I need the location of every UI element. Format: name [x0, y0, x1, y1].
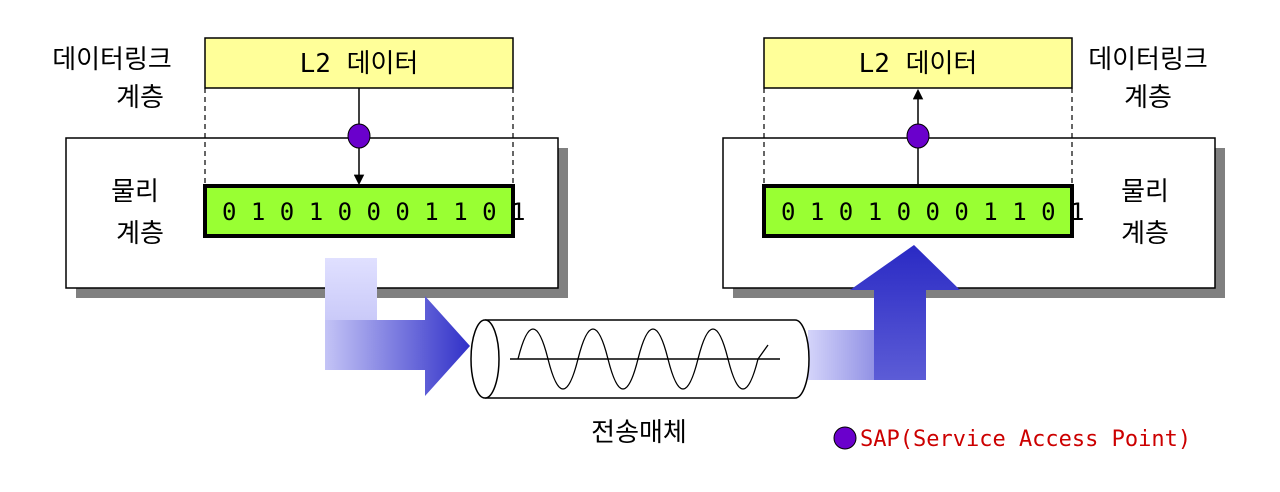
left-flow-arrow-horizontal	[325, 296, 470, 396]
left-l2-data-label: L2 데이터	[300, 49, 419, 79]
medium-label: 전송매체	[591, 418, 687, 448]
left-bit-stream-text: 0 1 0 1 0 0 0 1 1 0 1	[222, 198, 525, 226]
left-physical-label-line2: 계층	[116, 219, 164, 249]
right-physical-label-line1: 물리	[1121, 177, 1169, 207]
right-physical-label-line2: 계층	[1121, 219, 1169, 249]
legend-sap-marker	[833, 426, 857, 450]
left-datalink-label-line1: 데이터링크	[52, 45, 172, 75]
right-bit-stream-text: 0 1 0 1 0 0 0 1 1 0 1	[781, 198, 1084, 226]
left-sap-point	[347, 123, 371, 149]
left-physical-label-line1: 물리	[111, 177, 159, 207]
legend: SAP(Service Access Point)	[833, 426, 1191, 452]
signal-waveform	[517, 328, 769, 390]
right-bit-stream-box	[762, 184, 1074, 238]
transmission-medium	[470, 319, 810, 399]
left-bit-stream-box	[203, 184, 515, 238]
legend-text: SAP(Service Access Point)	[860, 427, 1191, 452]
right-l2-data-box	[763, 37, 1073, 89]
right-datalink-label-line2: 계층	[1124, 83, 1172, 113]
left-datalink-label-line2: 계층	[116, 83, 164, 113]
right-flow-arrow	[808, 245, 960, 380]
right-stack: L2 데이터 0 1 0 1 0 0 0 1 1 0 1 데이터링크 계층 물리…	[722, 37, 1225, 298]
left-flow-arrow	[325, 258, 470, 396]
right-sap-point	[906, 123, 930, 149]
left-l2-data-box	[204, 37, 514, 89]
medium-cylinder-end	[470, 319, 500, 399]
left-stack: L2 데이터 0 1 0 1 0 0 0 1 1 0 1 데이터링크 계층 물리…	[52, 37, 568, 298]
right-datalink-label-line1: 데이터링크	[1088, 45, 1208, 75]
right-flow-arrow-vertical	[850, 245, 960, 380]
right-l2-data-label: L2 데이터	[859, 49, 978, 79]
